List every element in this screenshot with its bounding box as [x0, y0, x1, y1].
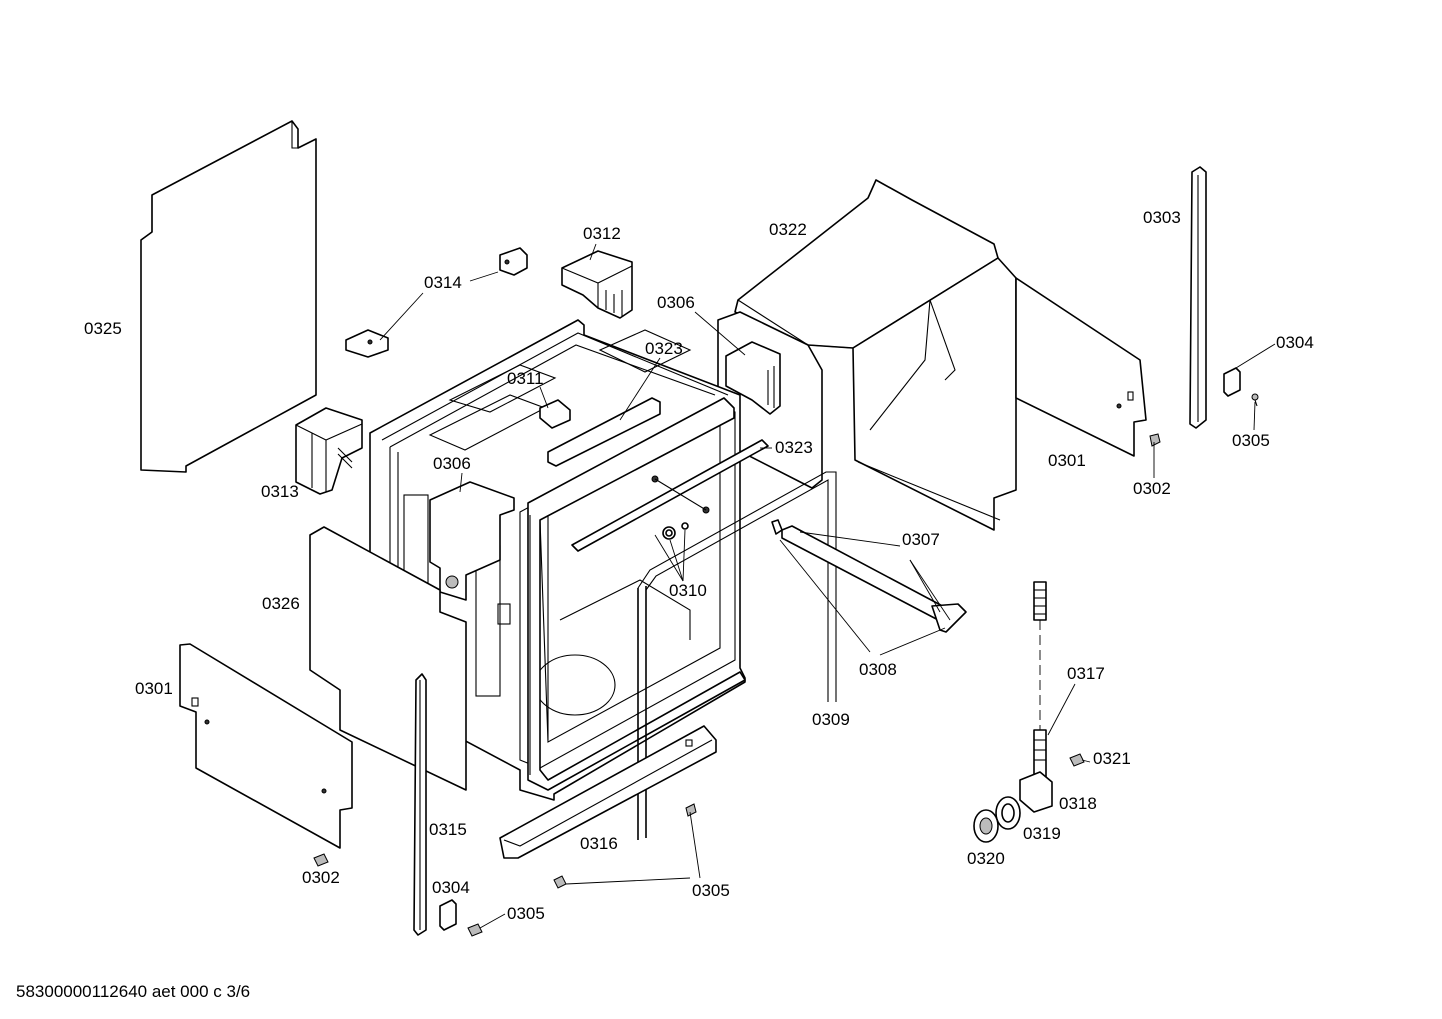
side-panel-0325 [140, 120, 317, 473]
label-0318: 0318 [1059, 794, 1097, 813]
label-0310: 0310 [669, 581, 707, 600]
label-0323-mid: 0323 [775, 438, 813, 457]
label-0305-bottom-right: 0305 [692, 881, 730, 900]
trim-strip-0303 [1189, 166, 1207, 429]
support-rail-0307 [771, 519, 967, 633]
label-0301-right: 0301 [1048, 451, 1086, 470]
kick-plate-0316 [499, 725, 717, 859]
side-plate-0306-bottom [429, 481, 515, 601]
label-0321: 0321 [1093, 749, 1131, 768]
screw-0305-right [1251, 393, 1259, 407]
part-labels: 0325 0314 0312 0322 0303 0306 0323 0311 … [84, 208, 1314, 923]
label-0311: 0311 [507, 369, 544, 388]
label-0313: 0313 [261, 482, 299, 501]
cap-0320 [973, 809, 999, 843]
bracket-0304-right [1223, 367, 1241, 397]
front-panel-0326 [309, 526, 467, 791]
connector-block-0313 [295, 407, 363, 495]
fitting-0318 [1019, 771, 1053, 813]
label-0326: 0326 [262, 594, 300, 613]
label-0325: 0325 [84, 319, 122, 338]
label-0301-left: 0301 [135, 679, 173, 698]
bracket-0314 [345, 247, 528, 358]
bushing-0310 [651, 475, 710, 540]
bottom-plate-0301-left [179, 643, 353, 849]
label-0320: 0320 [967, 849, 1005, 868]
label-0306-bottom: 0306 [433, 454, 471, 473]
label-0302-left: 0302 [302, 868, 340, 887]
seal-strip-0323-mid [571, 439, 769, 552]
leader-lines [379, 243, 1276, 929]
trim-strip-0315 [413, 673, 427, 936]
diagram-caption: 58300000112640 aet 000 c 3/6 [16, 982, 250, 1001]
label-0315: 0315 [429, 820, 467, 839]
ring-0319 [995, 796, 1021, 830]
label-0304-bottom: 0304 [432, 878, 470, 897]
label-0302-right: 0302 [1133, 479, 1171, 498]
label-0316: 0316 [580, 834, 618, 853]
label-0305-bottom-left: 0305 [507, 904, 545, 923]
label-0309: 0309 [812, 710, 850, 729]
label-0319: 0319 [1023, 824, 1061, 843]
label-0304-right: 0304 [1276, 333, 1314, 352]
screw-0305-bottom [467, 803, 697, 937]
label-0323-top: 0323 [645, 339, 683, 358]
label-0305-right: 0305 [1232, 431, 1270, 450]
label-0307: 0307 [902, 530, 940, 549]
label-0308: 0308 [859, 660, 897, 679]
screw-0321 [1069, 753, 1085, 767]
label-0306-top: 0306 [657, 293, 695, 312]
label-0312: 0312 [583, 224, 621, 243]
label-0314: 0314 [424, 273, 462, 292]
bracket-0304-bottom [439, 899, 457, 931]
hose-0317 [1033, 581, 1047, 779]
connector-block-0312 [561, 250, 633, 319]
seal-strip-0323-top [547, 397, 661, 467]
label-0303: 0303 [1143, 208, 1181, 227]
screw-0302-left [313, 853, 329, 867]
rear-panel-0301-right [1015, 277, 1147, 457]
side-panel-0301-right [852, 257, 1017, 531]
label-0322: 0322 [769, 220, 807, 239]
screw-0302-right [1149, 433, 1161, 447]
label-0317: 0317 [1067, 664, 1105, 683]
